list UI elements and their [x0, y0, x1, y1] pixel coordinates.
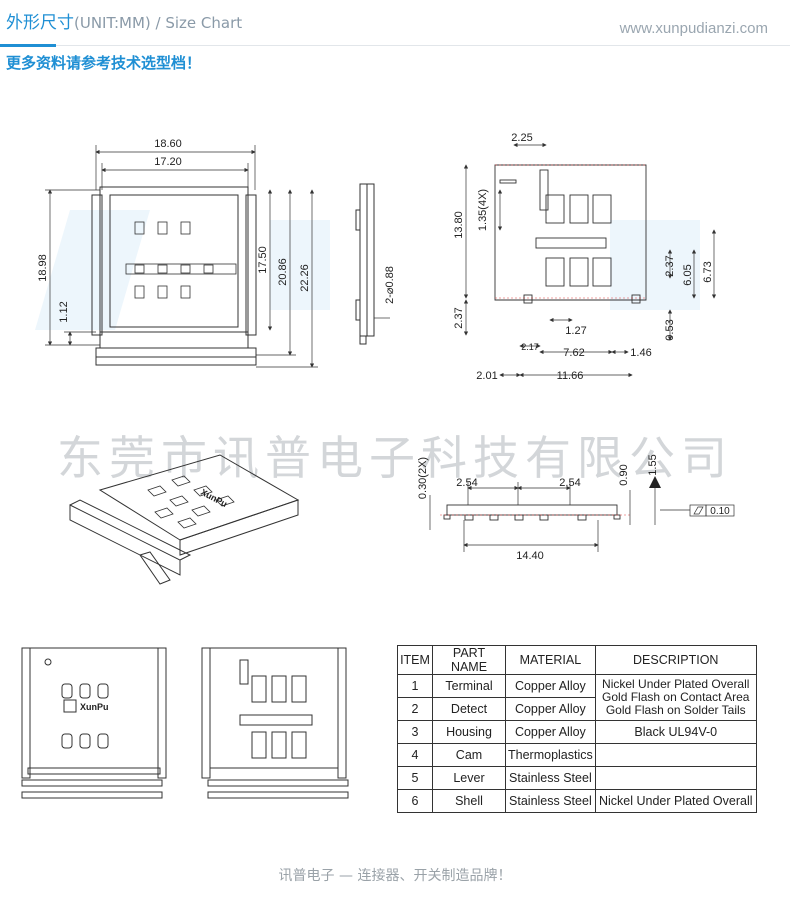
dim-18-98: 18.98: [37, 254, 49, 282]
header-accent-bar: [0, 44, 56, 47]
dim-18-60: 18.60: [154, 138, 182, 150]
dim-13-80: 13.80: [453, 211, 465, 239]
cell-description: [594, 766, 757, 790]
cell-part: Shell: [432, 789, 506, 813]
dim-22-26: 22.26: [299, 264, 311, 292]
parts-table: ITEM PART NAME MATERIAL DESCRIPTION 1 Te…: [397, 645, 757, 813]
dim-2-54-b: 2.54: [559, 477, 580, 489]
dim-hole: 2-⌀0.88: [384, 266, 396, 304]
col-item: ITEM: [397, 645, 433, 675]
front-view: [91, 186, 257, 366]
datum-triangle-icon: [649, 476, 661, 488]
table-row: 1 Terminal Copper Alloy Nickel Under Pla…: [397, 674, 757, 721]
dim-17-50: 17.50: [257, 246, 269, 274]
dim-2-25: 2.25: [511, 132, 532, 144]
isometric-view: [69, 454, 300, 585]
col-material: MATERIAL: [505, 645, 596, 675]
front-dim-labels: 18.60 17.20 18.98 1.12 17.50 20.86 22.26: [37, 138, 311, 323]
cell-description: Black UL94V-0: [594, 720, 757, 744]
pcb-dim-labels: 2.25 13.80 1.35(4X) 2.37 2.37 6.05 6.73 …: [453, 132, 714, 382]
header-title-cn: 外形尺寸: [6, 13, 74, 33]
cell-material: Copper Alloy: [505, 697, 596, 721]
cell-part: Terminal: [432, 674, 506, 698]
cell-part: Detect: [432, 697, 506, 721]
cell-part: Cam: [432, 743, 506, 767]
dim-7-62: 7.62: [563, 347, 584, 359]
dim-6-05: 6.05: [682, 264, 694, 285]
table-row: 4 Cam Thermoplastics: [397, 743, 757, 767]
cell-material: Stainless Steel: [505, 766, 596, 790]
page-header-title: 外形尺寸(UNIT:MM) / Size Chart: [6, 8, 242, 33]
cell-item: 6: [397, 789, 433, 813]
header-title-sub: (UNIT:MM) / Size Chart: [74, 14, 243, 32]
dim-0-90: 0.90: [618, 464, 630, 485]
pcb-dims: [463, 142, 717, 378]
dim-11-66: 11.66: [557, 370, 584, 382]
table-row: 2 Detect Copper Alloy: [397, 697, 757, 721]
cell-part: Lever: [432, 766, 506, 790]
col-part-name: PART NAME: [432, 645, 506, 675]
page-subtitle: 更多资料请参考技术选型档！: [6, 54, 202, 72]
cell-description: Nickel Under Plated Overall: [594, 789, 757, 813]
desc-line: Nickel Under Plated Overall: [602, 677, 750, 691]
dim-1-27: 1.27: [565, 325, 586, 337]
table-header-row: ITEM PART NAME MATERIAL DESCRIPTION: [397, 645, 757, 675]
col-description: DESCRIPTION: [594, 645, 757, 675]
page-footer: 讯普电子 — 连接器、开关制造品牌！: [278, 868, 512, 884]
bottom-dims: [429, 480, 735, 552]
lower-front-view: [21, 647, 167, 799]
table-row: 5 Lever Stainless Steel: [397, 766, 757, 790]
front-dims: [45, 145, 318, 368]
company-watermark: 东莞市讯普电子科技有限公司: [57, 432, 733, 484]
dim-2-54-a: 2.54: [456, 477, 477, 489]
dim-1-12: 1.12: [58, 301, 70, 322]
desc-line: Gold Flash on Contact Area: [602, 690, 750, 704]
lower-logo-text: XunPu: [80, 702, 109, 712]
cell-item: 3: [397, 720, 433, 744]
dim-14-40: 14.40: [516, 550, 544, 562]
cell-item: 5: [397, 766, 433, 790]
cell-item: 1: [397, 674, 433, 698]
logo-watermark: [35, 210, 700, 330]
dim-2-37-left: 2.37: [453, 307, 465, 328]
cell-description: [594, 743, 757, 767]
dim-2-01: 2.01: [476, 370, 497, 382]
bottom-view: [443, 504, 621, 521]
dim-0-53: 0.53: [664, 319, 676, 340]
bottom-dim-labels: 2.54 2.54 14.40 0.30(2X) 0.90 1.55 0.10: [417, 454, 730, 562]
dim-1-46: 1.46: [630, 347, 651, 359]
dim-1-35: 1.35(4X): [477, 189, 489, 231]
cell-material: Copper Alloy: [505, 720, 596, 744]
dim-17-20: 17.20: [154, 156, 182, 168]
lower-back-view: [201, 647, 349, 799]
cell-description-merged: Nickel Under Plated Overall Gold Flash o…: [594, 674, 757, 721]
flatness-value: 0.10: [710, 506, 730, 517]
dim-2-17: 2.17: [521, 342, 539, 352]
dim-0-30: 0.30(2X): [417, 457, 429, 499]
dim-6-73: 6.73: [702, 261, 714, 282]
cell-part: Housing: [432, 720, 506, 744]
cell-item: 4: [397, 743, 433, 767]
cell-material: Stainless Steel: [505, 789, 596, 813]
cell-material: Copper Alloy: [505, 674, 596, 698]
table-row: 3 Housing Copper Alloy Black UL94V-0: [397, 720, 757, 744]
dim-1-55: 1.55: [647, 454, 659, 475]
header-website: www.xunpudianzi.com: [619, 20, 768, 37]
header-divider: [0, 45, 790, 46]
dim-20-86: 20.86: [277, 258, 289, 286]
cell-material: Thermoplastics: [505, 743, 596, 767]
table-row: 6 Shell Stainless Steel Nickel Under Pla…: [397, 789, 757, 813]
side-view: [355, 183, 375, 345]
dim-2-37-right: 2.37: [664, 255, 676, 276]
desc-line: Gold Flash on Solder Tails: [605, 703, 746, 717]
cell-item: 2: [397, 697, 433, 721]
